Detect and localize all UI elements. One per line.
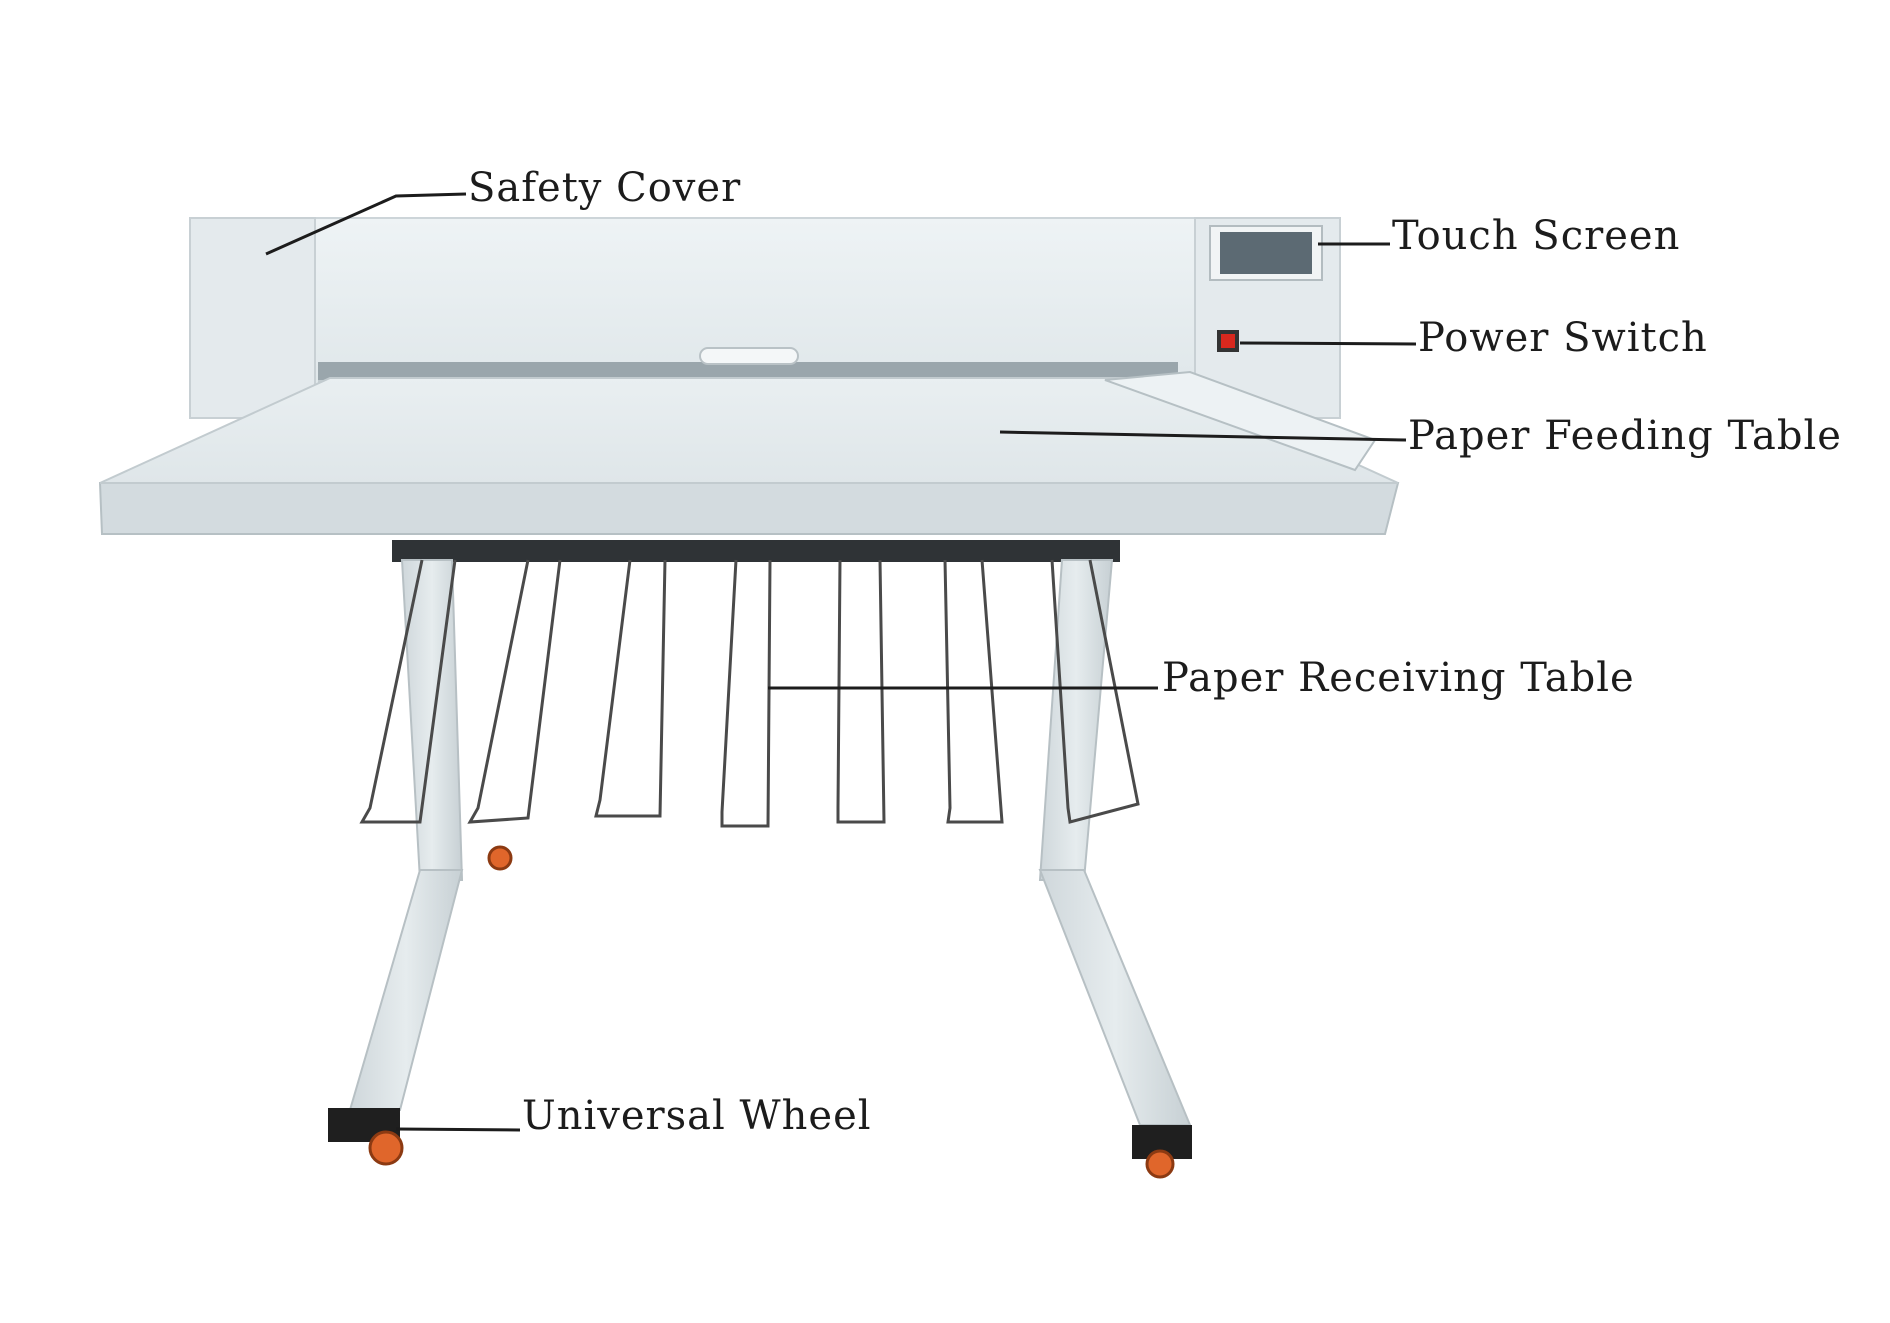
leader-universal-wheel [395, 1127, 521, 1132]
stand-left [328, 559, 464, 1142]
paper-feeding-table [98, 370, 1400, 535]
stand-right [1038, 559, 1192, 1159]
leader-paper-feeding-table [999, 430, 1407, 442]
label-paper-receiving-table: Paper Receiving Table [1162, 655, 1635, 701]
label-universal-wheel: Universal Wheel [522, 1093, 872, 1139]
wheel-icons [368, 845, 1175, 1179]
receiving-bracket [392, 540, 1120, 562]
leader-lines [265, 192, 1417, 1132]
touch-screen [1209, 225, 1323, 281]
label-paper-feeding-table: Paper Feeding Table [1408, 413, 1842, 459]
power-switch [1217, 330, 1239, 352]
leader-power-switch [1239, 341, 1417, 346]
label-touch-screen: Touch Screen [1392, 213, 1681, 259]
leader-safety-cover [265, 192, 467, 256]
label-power-switch: Power Switch [1418, 315, 1708, 361]
label-safety-cover: Safety Cover [468, 165, 742, 211]
paper-receiving-wires [359, 559, 1140, 828]
